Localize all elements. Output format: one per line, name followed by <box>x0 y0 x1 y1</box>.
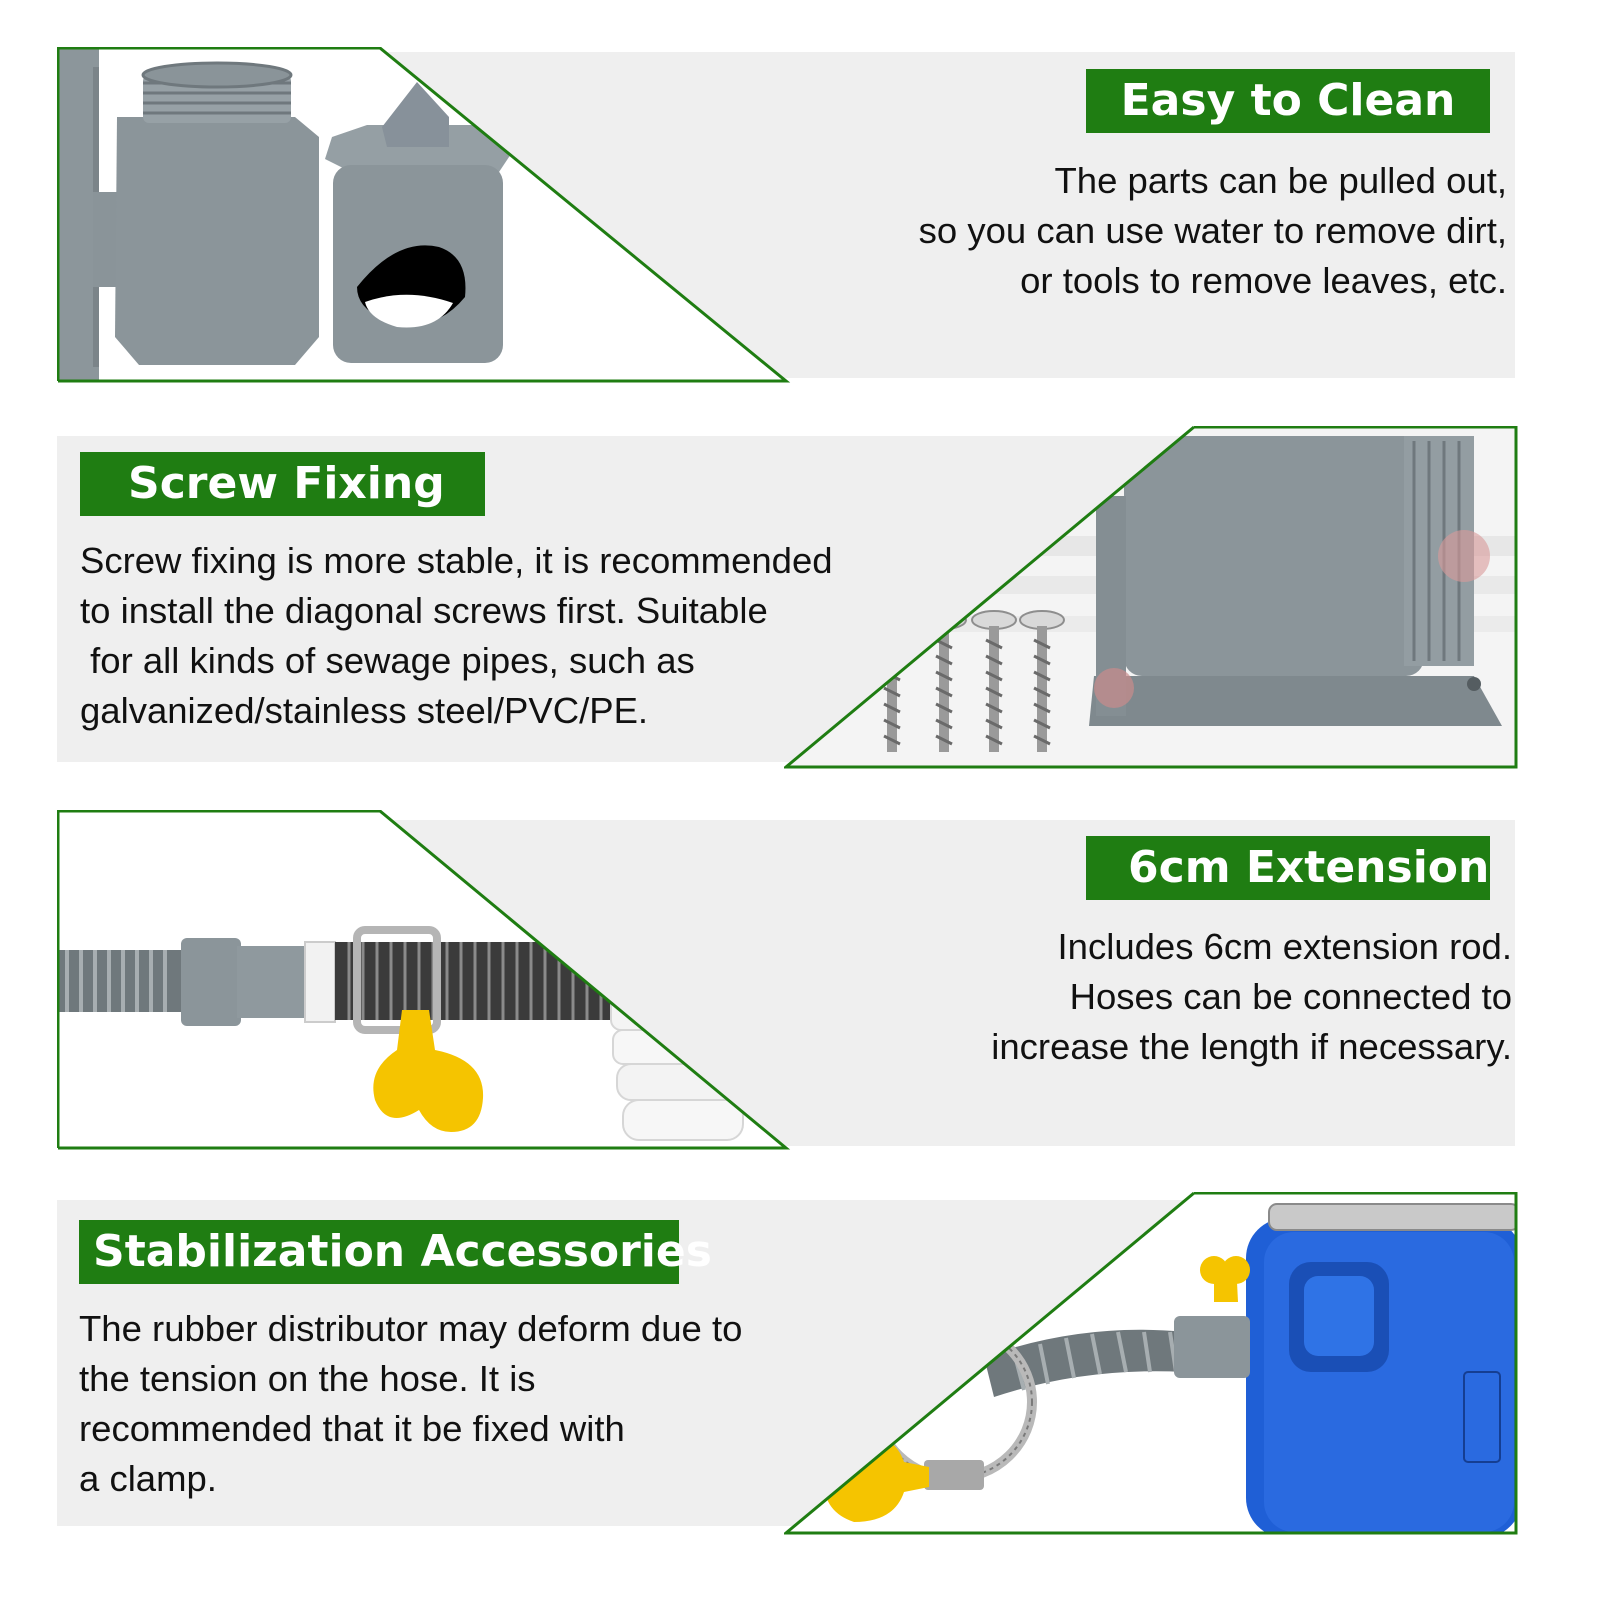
section-1-title: Easy to Clean <box>1086 69 1490 133</box>
section-2-line-3: for all kinds of sewage pipes, such as <box>80 640 695 681</box>
base-mount-icon <box>1089 436 1502 726</box>
section-4-line-4: a clamp. <box>79 1458 217 1499</box>
section-3-title: 6cm Extension <box>1086 836 1490 900</box>
section-4-line-2: the tension on the hose. It is <box>79 1358 536 1399</box>
section-3-line-1: Includes 6cm extension rod. <box>1057 926 1512 967</box>
section-1-line-2: so you can use water to remove dirt, <box>918 210 1507 251</box>
section-3-photo <box>57 810 792 1152</box>
filter-cup-icon <box>59 47 517 381</box>
section-2-line-4: galvanized/stainless steel/PVC/PE. <box>80 690 649 731</box>
section-1-line-1: The parts can be pulled out, <box>1054 160 1508 201</box>
hose-icon <box>984 1256 1250 1397</box>
section-4-title: Stabilization Accessories <box>79 1220 712 1284</box>
section-4-description: The rubber distributor may deform due to… <box>79 1304 742 1504</box>
section-2-title: Screw Fixing <box>80 452 485 516</box>
section-1-photo <box>57 47 792 383</box>
section-1-description: The parts can be pulled out, so you can … <box>919 156 1507 306</box>
section-3-line-3: increase the length if necessary. <box>991 1026 1512 1067</box>
section-2-photo <box>784 426 1518 770</box>
section-2-description: Screw fixing is more stable, it is recom… <box>80 536 833 736</box>
section-2-line-1: Screw fixing is more stable, it is recom… <box>80 540 833 581</box>
extension-rod-icon <box>610 839 756 1141</box>
section-4-line-1: The rubber distributor may deform due to <box>79 1308 743 1349</box>
section-3-line-2: Hoses can be connected to <box>1069 976 1512 1017</box>
barrel-icon <box>1246 1203 1516 1533</box>
section-3-description: Includes 6cm extension rod. Hoses can be… <box>991 922 1512 1072</box>
section-4-photo <box>784 1192 1518 1536</box>
section-1-line-3: or tools to remove leaves, etc. <box>1020 260 1507 301</box>
section-4-line-3: recommended that it be fixed with <box>79 1408 625 1449</box>
section-2-line-2: to install the diagonal screws first. Su… <box>80 590 768 631</box>
